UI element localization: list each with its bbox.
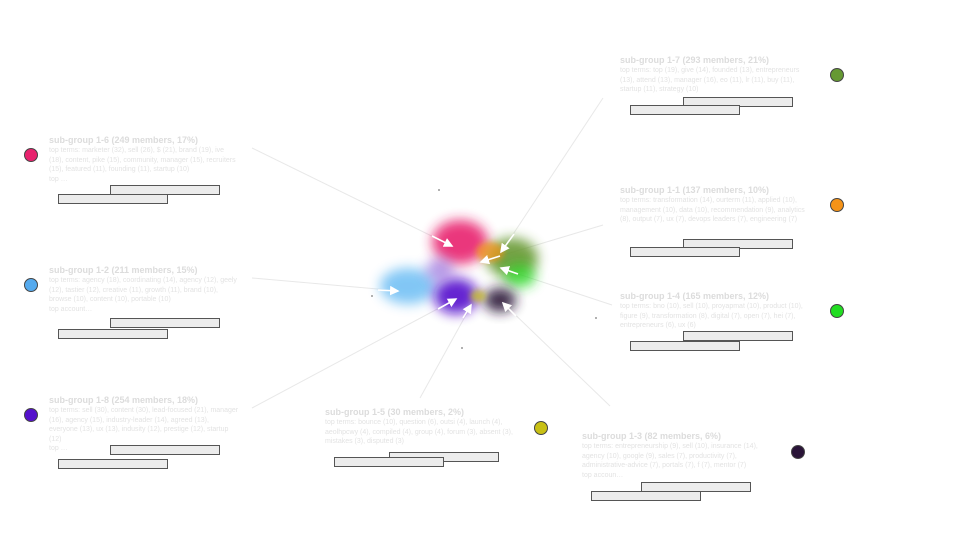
connector-g7 [499, 97, 604, 255]
group-color-swatch [830, 68, 844, 82]
connector-g3 [501, 301, 611, 407]
group-label-1-5: sub-group 1-5 (30 members, 2%) top terms… [325, 407, 515, 447]
group-title: sub-group 1-2 (211 members, 15%) [49, 265, 198, 275]
group-color-swatch [791, 445, 805, 459]
placeholder-box [58, 329, 168, 339]
group-title: sub-group 1-7 (293 members, 21%) [620, 55, 770, 65]
group-label-1-3: sub-group 1-3 (82 members, 6%) top terms… [582, 431, 772, 480]
placeholder-box [110, 445, 220, 455]
placeholder-box [58, 194, 168, 204]
group-terms: top terms: entrepreneurship (9), sell (1… [582, 443, 758, 469]
group-label-1-4: sub-group 1-4 (165 members, 12%) top ter… [620, 291, 810, 331]
placeholder-box [683, 331, 793, 341]
group-color-swatch [24, 408, 38, 422]
group-extra: top … [49, 175, 68, 183]
outlier-point [595, 317, 597, 319]
arrow-g1 [479, 255, 501, 265]
group-extra: top accoun… [582, 471, 624, 479]
cluster-region-mid [426, 258, 454, 282]
arrow-g4 [499, 266, 519, 276]
arrow-g3 [501, 301, 517, 317]
group-color-swatch [24, 148, 38, 162]
group-title: sub-group 1-1 (137 members, 10%) [620, 185, 770, 195]
group-terms: top terms: bounce (10), question (6), ou… [325, 419, 513, 445]
placeholder-box [334, 457, 444, 467]
group-label-1-8: sub-group 1-8 (254 members, 18%) top ter… [49, 395, 239, 453]
placeholder-box [630, 341, 740, 351]
placeholder-box [630, 105, 740, 115]
group-label-1-2: sub-group 1-2 (211 members, 15%) top ter… [49, 265, 239, 314]
group-title: sub-group 1-8 (254 members, 18%) [49, 395, 199, 405]
placeholder-box [591, 491, 701, 501]
outlier-point [461, 347, 463, 349]
group-color-swatch [24, 278, 38, 292]
group-extra: top account… [49, 305, 93, 313]
arrow-g6 [431, 235, 454, 247]
group-terms: top terms: marketer (32), sell (26), $ (… [49, 147, 236, 173]
pointer-arrows [377, 233, 519, 319]
group-color-swatch [830, 198, 844, 212]
group-label-1-1: sub-group 1-1 (137 members, 10%) top ter… [620, 185, 810, 225]
placeholder-box [110, 318, 220, 328]
group-extra: top … [49, 445, 68, 452]
group-title: sub-group 1-3 (82 members, 6%) [582, 431, 722, 441]
group-label-1-6: sub-group 1-6 (249 members, 17%) top ter… [49, 135, 239, 184]
arrow-g8 [437, 298, 458, 310]
placeholder-box [58, 459, 168, 469]
group-title: sub-group 1-6 (249 members, 17%) [49, 135, 199, 145]
placeholder-box [630, 247, 740, 257]
connector-g5 [419, 303, 473, 399]
group-terms: top terms: top (19), give (14), founded … [620, 67, 800, 93]
group-label-1-7: sub-group 1-7 (293 members, 21%) top ter… [620, 55, 810, 95]
group-terms: top terms: sell (30), content (30), lead… [49, 407, 239, 443]
cluster-region-g3 [484, 288, 516, 312]
cluster-region-g4 [504, 264, 536, 288]
cluster-region-g5 [470, 290, 486, 302]
group-terms: top terms: transformation (14), ourterm … [620, 197, 805, 223]
cluster-blob [371, 189, 597, 349]
arrow-g2 [377, 285, 400, 296]
arrow-g7 [500, 233, 515, 254]
arrow-g5 [462, 303, 472, 319]
connector-g8 [251, 297, 459, 409]
group-terms: top terms: agency (18), coordinating (14… [49, 277, 237, 303]
outlier-point [371, 295, 373, 297]
group-color-swatch [534, 421, 548, 435]
group-title: sub-group 1-4 (165 members, 12%) [620, 291, 770, 301]
group-terms: top terms: bno (10), sell (10), proyapma… [620, 303, 803, 329]
outlier-point [438, 189, 440, 191]
cluster-region-g6 [432, 220, 488, 264]
group-title: sub-group 1-5 (30 members, 2%) [325, 407, 465, 417]
connector-lines [251, 97, 613, 409]
connector-g2 [251, 277, 401, 292]
connector-g6 [251, 147, 453, 247]
group-color-swatch [830, 304, 844, 318]
